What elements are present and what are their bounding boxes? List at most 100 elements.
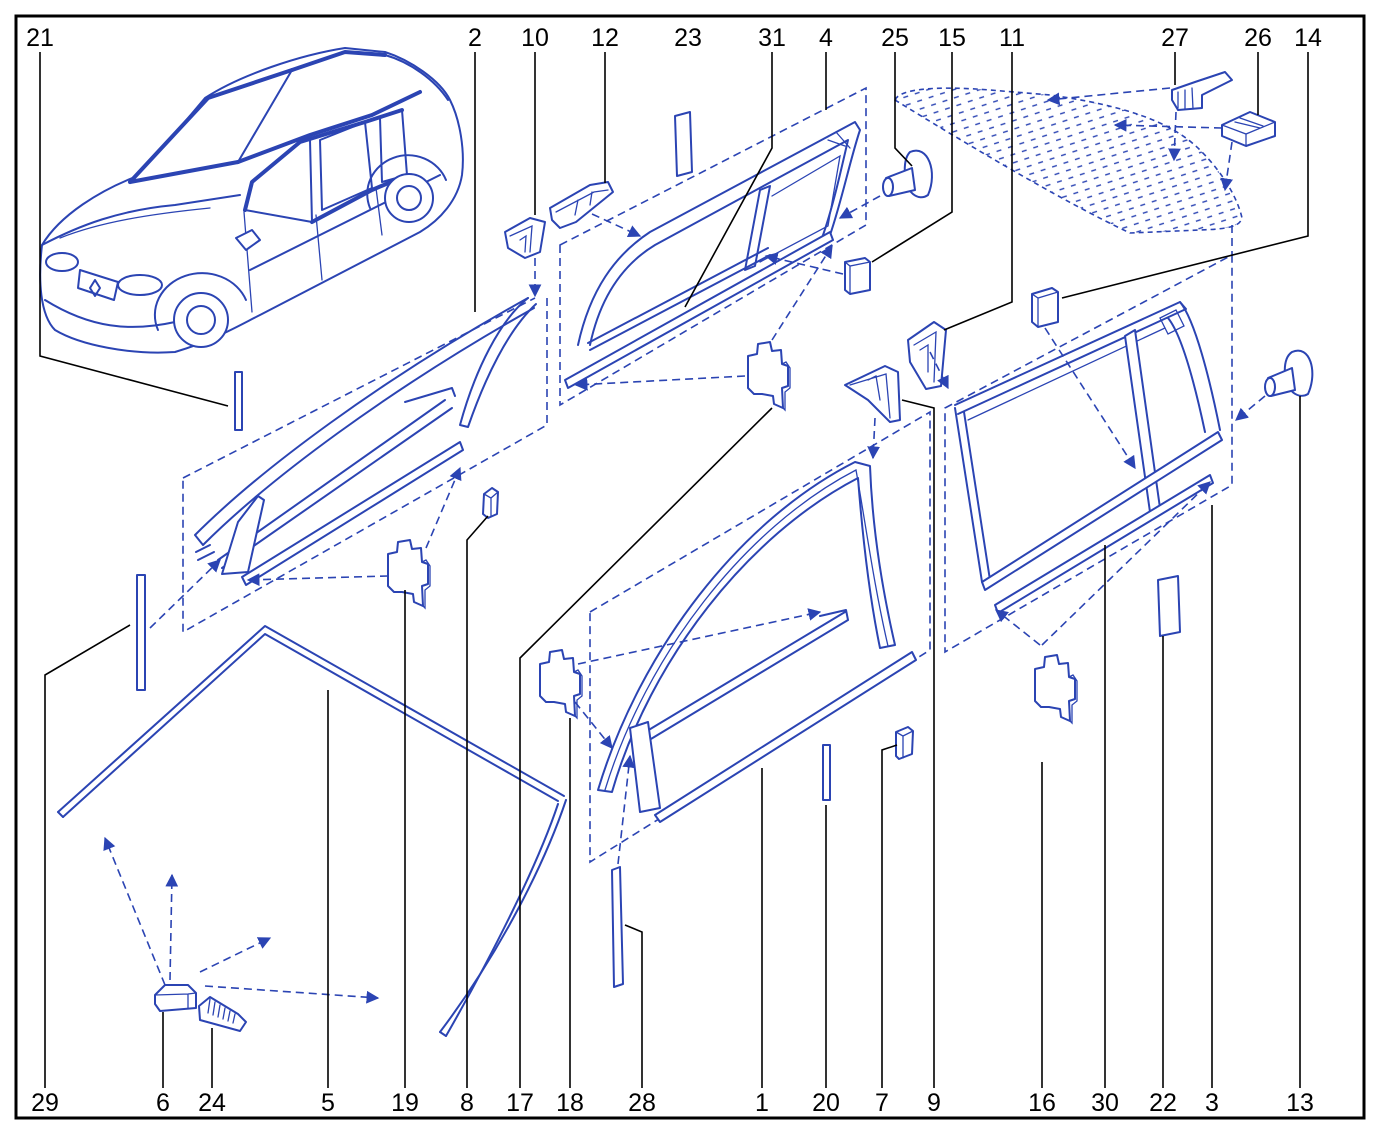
rear-left-frame-corner bbox=[827, 131, 851, 149]
callout-label: 19 bbox=[391, 1089, 419, 1117]
part-11-corner-trim bbox=[907, 321, 947, 390]
callout-labels-top: 21 2 10 12 23 31 4 25 15 11 27 26 14 bbox=[26, 24, 1322, 52]
rear-left-door-dashed-box bbox=[559, 86, 867, 407]
diagram-frame bbox=[14, 14, 1366, 1120]
assembly-arrow bbox=[246, 573, 389, 587]
assembly-arrow bbox=[838, 195, 881, 219]
car-front-wheel-hub bbox=[186, 305, 216, 335]
assembly-arrow bbox=[574, 375, 746, 391]
car-overview-illustration bbox=[39, 47, 464, 354]
rear-right-belt-molding bbox=[981, 431, 1223, 591]
part-21-strip bbox=[234, 371, 243, 431]
assembly-arrow bbox=[165, 873, 179, 981]
part-14-block bbox=[1031, 287, 1059, 328]
car-rear-wheel bbox=[384, 173, 434, 223]
rear-right-front-post bbox=[954, 407, 991, 583]
callout-label: 6 bbox=[156, 1089, 170, 1117]
assembly-arrow bbox=[103, 836, 166, 986]
rear-right-door-frame-group bbox=[944, 225, 1233, 654]
callout-label: 23 bbox=[674, 24, 702, 52]
leader-line-31 bbox=[684, 52, 773, 308]
car-grille bbox=[77, 269, 119, 301]
leader-line-29 bbox=[44, 624, 131, 1088]
part-26-block bbox=[1221, 111, 1276, 147]
callout-label: 2 bbox=[468, 24, 482, 52]
callout-label: 11 bbox=[999, 24, 1025, 52]
callout-label: 15 bbox=[938, 24, 966, 52]
car-logo bbox=[89, 279, 101, 297]
car-rear-wheel-hub bbox=[396, 185, 422, 211]
assembly-arrow bbox=[771, 244, 833, 341]
front-right-corner-piece bbox=[629, 721, 661, 813]
part-9-corner-trim bbox=[844, 365, 901, 423]
car-headlight-right bbox=[117, 274, 163, 296]
rear-left-belt-molding bbox=[564, 231, 834, 389]
part-20-strip bbox=[822, 744, 831, 801]
assembly-arrow bbox=[574, 701, 613, 749]
leader-line-9 bbox=[901, 399, 935, 1088]
front-right-frame-inner-line bbox=[604, 469, 889, 791]
callout-label: 12 bbox=[591, 24, 619, 52]
callout-label: 22 bbox=[1149, 1089, 1177, 1117]
callout-label: 27 bbox=[1161, 24, 1189, 52]
assembly-arrow bbox=[867, 417, 880, 460]
assembly-arrow bbox=[425, 466, 462, 549]
front-left-belt-molding bbox=[241, 441, 464, 586]
car-front-wheel bbox=[173, 292, 229, 348]
assembly-arrow bbox=[1041, 481, 1211, 646]
callout-label: 14 bbox=[1294, 24, 1322, 52]
part-12-clip bbox=[549, 181, 614, 229]
rear-right-corner-piece bbox=[1159, 309, 1185, 335]
leader-line-8 bbox=[466, 515, 489, 1088]
front-left-upper-frame-molding bbox=[194, 297, 535, 546]
callout-label: 16 bbox=[1028, 1089, 1056, 1117]
part-29-strip bbox=[136, 574, 146, 691]
callout-label: 29 bbox=[31, 1089, 59, 1117]
leader-line-28 bbox=[624, 924, 643, 1088]
rear-left-quarter-glass-edge bbox=[759, 154, 841, 263]
part-17-clip bbox=[747, 341, 791, 412]
assembly-arrow bbox=[1046, 87, 1171, 106]
car-hood-crease bbox=[59, 207, 211, 239]
callout-label: 24 bbox=[198, 1089, 226, 1117]
front-right-door-dashed-box bbox=[589, 410, 931, 864]
rear-right-rear-post bbox=[1167, 301, 1221, 433]
assembly-arrows bbox=[103, 87, 1266, 1004]
front-right-door-frame-group bbox=[589, 410, 931, 864]
part-28-strip bbox=[611, 866, 624, 988]
part-16-clip bbox=[1034, 654, 1078, 725]
leader-line-14 bbox=[1061, 52, 1309, 299]
assembly-arrow bbox=[1113, 118, 1223, 132]
part-13-button-clip bbox=[1264, 349, 1314, 397]
part-5-windshield-molding bbox=[57, 625, 567, 1037]
part-7-piece bbox=[895, 726, 914, 760]
car-trunk-line bbox=[384, 54, 449, 101]
leader-line-15 bbox=[871, 52, 953, 263]
car-front-wheel-arch bbox=[153, 272, 247, 331]
car-windshield-molding bbox=[128, 68, 294, 184]
callout-label: 25 bbox=[881, 24, 909, 52]
leader-lines bbox=[39, 52, 1309, 1088]
front-right-window-channel bbox=[631, 609, 849, 749]
callout-label: 7 bbox=[875, 1089, 889, 1117]
callout-label: 3 bbox=[1205, 1089, 1219, 1117]
callout-labels-bottom: 29 6 24 5 19 8 17 18 28 1 20 7 9 16 30 2… bbox=[31, 1089, 1314, 1117]
car-side-mirror bbox=[235, 229, 261, 251]
car-hood-line bbox=[41, 194, 241, 246]
car-roof-rail bbox=[236, 50, 422, 164]
callout-label: 5 bbox=[321, 1089, 335, 1117]
part-10-clip bbox=[504, 217, 546, 259]
front-left-door-dashed-box bbox=[182, 297, 548, 634]
part-6-cap bbox=[154, 984, 197, 1012]
assembly-arrow bbox=[764, 252, 844, 275]
callout-label: 21 bbox=[26, 24, 54, 52]
callout-label: 8 bbox=[460, 1089, 474, 1117]
assembly-arrow bbox=[1220, 141, 1233, 192]
callout-label: 1 bbox=[755, 1089, 769, 1117]
callout-label: 4 bbox=[819, 24, 833, 52]
front-right-arched-frame bbox=[597, 461, 896, 793]
rear-left-door-frame-group bbox=[559, 86, 867, 407]
front-left-door-frame-group bbox=[182, 297, 548, 634]
part-8-clip bbox=[482, 487, 499, 519]
leader-line-17 bbox=[519, 407, 773, 1088]
